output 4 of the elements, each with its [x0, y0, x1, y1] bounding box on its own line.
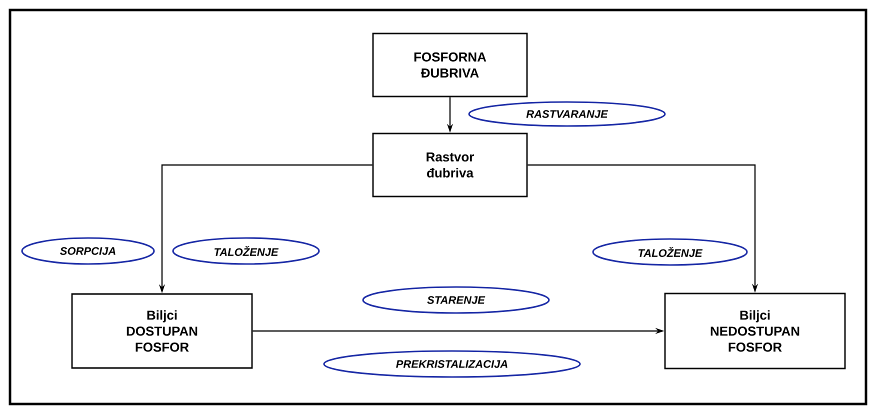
process-box: Biljci DOSTUPAN FOSFOR [71, 293, 253, 369]
process-box: Biljci NEDOSTUPAN FOSFOR [664, 292, 846, 370]
process-box: Rastvor đubriva [372, 132, 528, 198]
process-box: FOSFORNA ĐUBRIVA [372, 32, 528, 98]
